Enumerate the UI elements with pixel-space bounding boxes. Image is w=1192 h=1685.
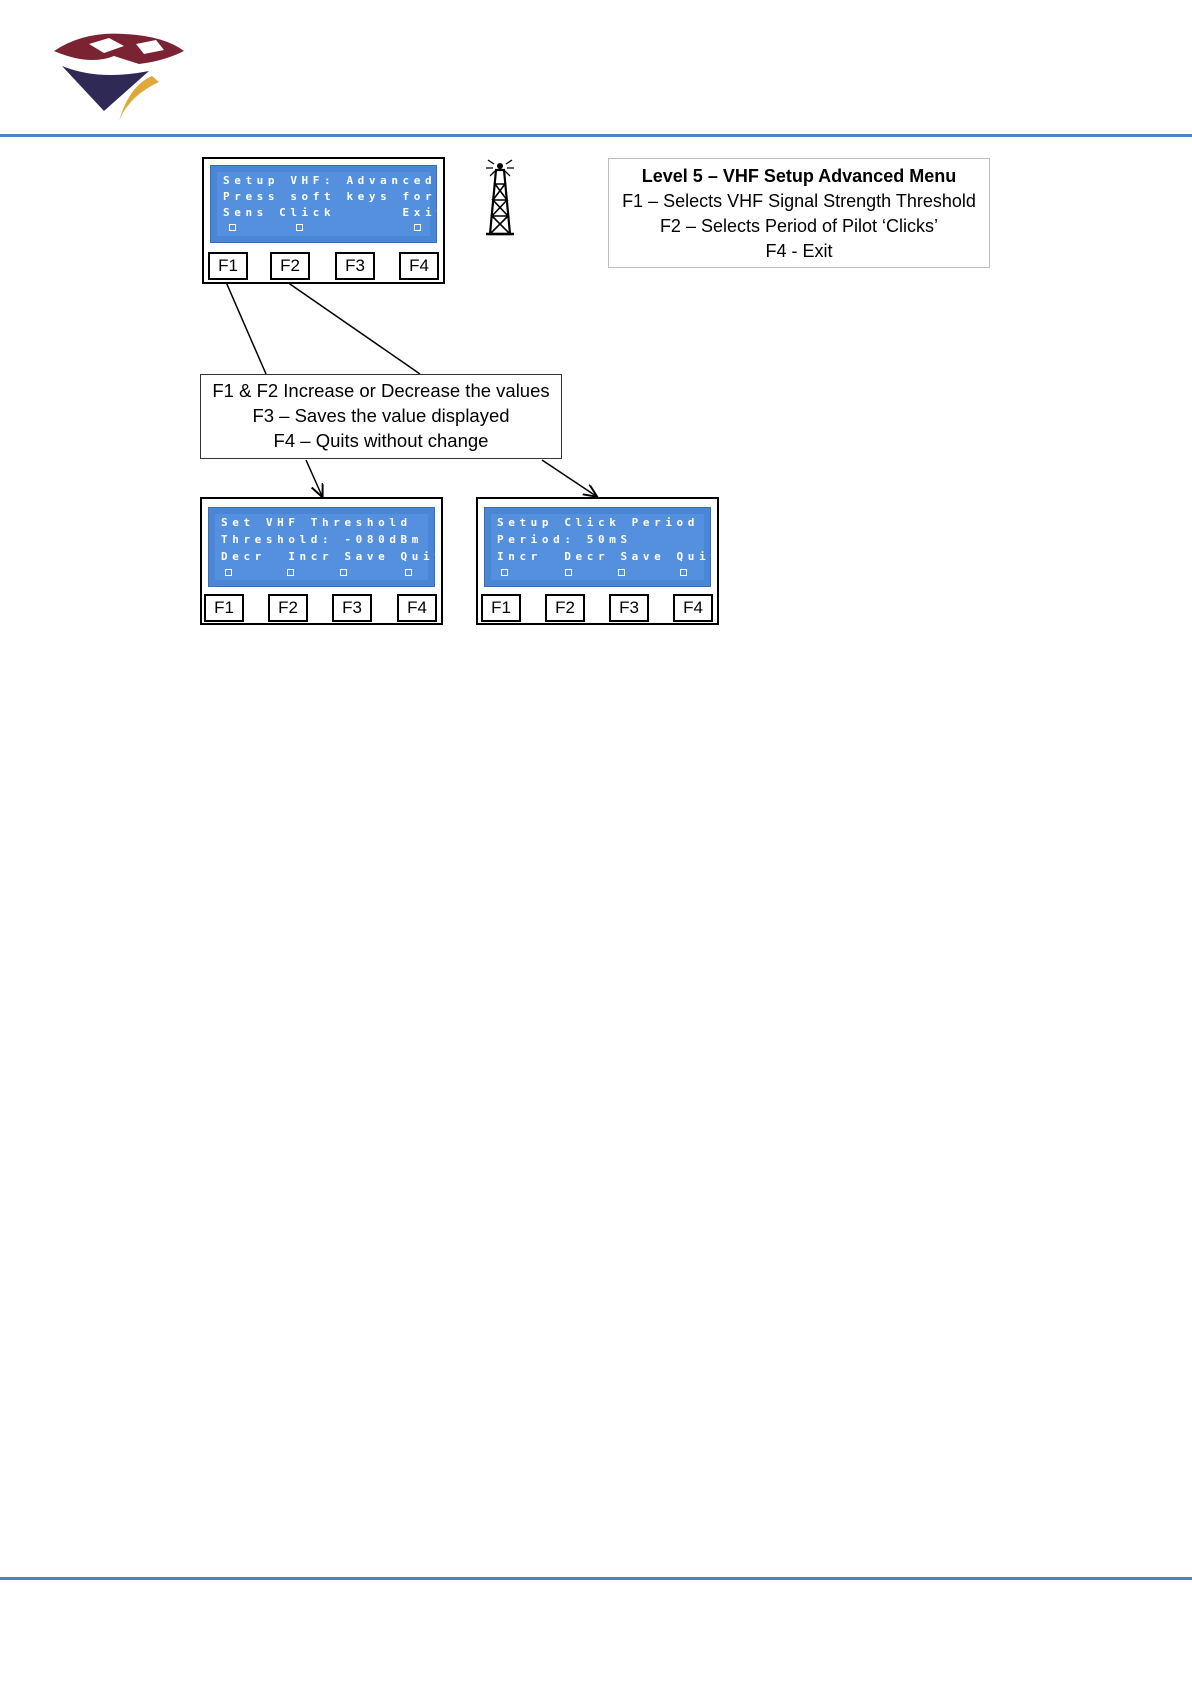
lcd-line-3: Incr Decr Save Quit <box>497 550 722 563</box>
vhf-threshold-panel: Set VHF Threshold Threshold: -080dBm Dec… <box>200 497 443 625</box>
lcd-line-2: Threshold: -080dBm <box>221 533 424 546</box>
lcd-line-2: Period: 50mS <box>497 533 632 546</box>
radio-tower-icon <box>474 156 526 238</box>
click-lcd: Setup Click Period Period: 50mS Incr Dec… <box>484 507 722 587</box>
softkey-indicator-2 <box>565 569 572 576</box>
softkey-indicator-4 <box>405 569 412 576</box>
connector-f2-note <box>286 281 421 375</box>
f2-key[interactable]: F2 <box>545 594 585 622</box>
f1-key[interactable]: F1 <box>481 594 521 622</box>
advanced-lcd: Setup VHF: Advanced Press soft keys for:… <box>210 165 448 243</box>
key-function-note: F1 & F2 Increase or Decrease the values … <box>200 374 562 459</box>
softkey-indicator-4 <box>414 224 421 231</box>
softkey-indicator-3 <box>340 569 347 576</box>
f2-key[interactable]: F2 <box>268 594 308 622</box>
company-logo <box>44 26 194 126</box>
threshold-lcd: Set VHF Threshold Threshold: -080dBm Dec… <box>208 507 446 587</box>
legend-title: Level 5 – VHF Setup Advanced Menu <box>641 166 957 186</box>
note-line: F1 & F2 Increase or Decrease the values <box>212 380 550 401</box>
arrow-note-threshold <box>305 459 322 496</box>
header-rule <box>0 134 1192 137</box>
f4-key[interactable]: F4 <box>673 594 713 622</box>
note-line: F4 – Quits without change <box>273 430 489 451</box>
legend-line: F2 – Selects Period of Pilot ‘Clicks’ <box>659 216 939 236</box>
lcd-line-1: Setup VHF: Advanced <box>223 174 437 187</box>
f2-key[interactable]: F2 <box>270 252 310 280</box>
legend-line: F4 - Exit <box>765 241 833 261</box>
f3-key[interactable]: F3 <box>609 594 649 622</box>
softkey-indicator-2 <box>287 569 294 576</box>
note-line: F3 – Saves the value displayed <box>252 405 510 426</box>
softkey-indicator-1 <box>229 224 236 231</box>
f3-key[interactable]: F3 <box>335 252 375 280</box>
softkey-indicator-1 <box>225 569 232 576</box>
lcd-line-3: Sens Click Exit <box>223 206 448 219</box>
lcd-line-3: Decr Incr Save Quit <box>221 550 446 563</box>
footer-rule <box>0 1577 1192 1580</box>
softkey-indicator-1 <box>501 569 508 576</box>
lcd-line-1: Setup Click Period <box>497 516 700 529</box>
f4-key[interactable]: F4 <box>397 594 437 622</box>
softkey-indicator-4 <box>680 569 687 576</box>
advanced-menu-panel: Setup VHF: Advanced Press soft keys for:… <box>202 157 445 284</box>
softkey-indicator-2 <box>296 224 303 231</box>
softkey-indicator-3 <box>618 569 625 576</box>
f1-key[interactable]: F1 <box>204 594 244 622</box>
lcd-line-1: Set VHF Threshold <box>221 516 412 529</box>
connector-f1-note <box>225 281 267 375</box>
click-period-panel: Setup Click Period Period: 50mS Incr Dec… <box>476 497 719 625</box>
legend-line: F1 – Selects VHF Signal Strength Thresho… <box>622 191 976 211</box>
f4-key[interactable]: F4 <box>399 252 439 280</box>
level-5-legend: Level 5 – VHF Setup Advanced Menu F1 – S… <box>608 158 990 268</box>
lcd-line-2: Press soft keys for: <box>223 190 448 203</box>
arrow-note-click <box>541 459 596 496</box>
f3-key[interactable]: F3 <box>332 594 372 622</box>
f1-key[interactable]: F1 <box>208 252 248 280</box>
